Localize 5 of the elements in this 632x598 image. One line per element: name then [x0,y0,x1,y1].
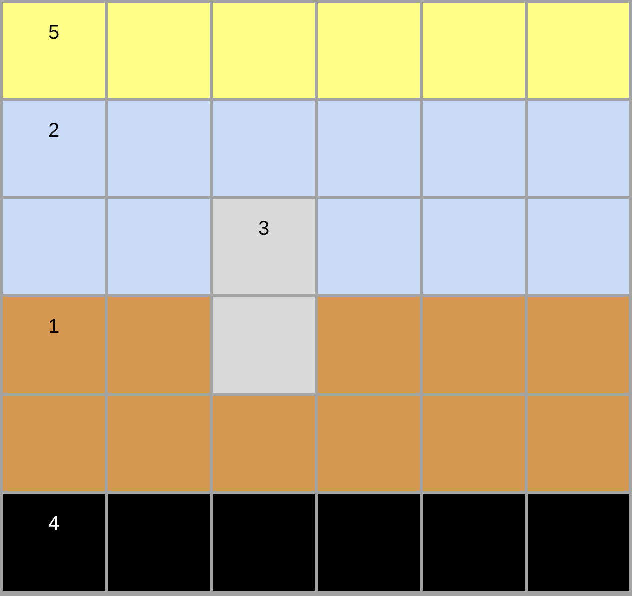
cell-number: 2 [48,119,60,143]
cell-number: 3 [258,217,270,241]
cell-number: 4 [48,512,60,536]
cell-number: 1 [48,315,60,339]
cell-number: 5 [48,21,60,45]
